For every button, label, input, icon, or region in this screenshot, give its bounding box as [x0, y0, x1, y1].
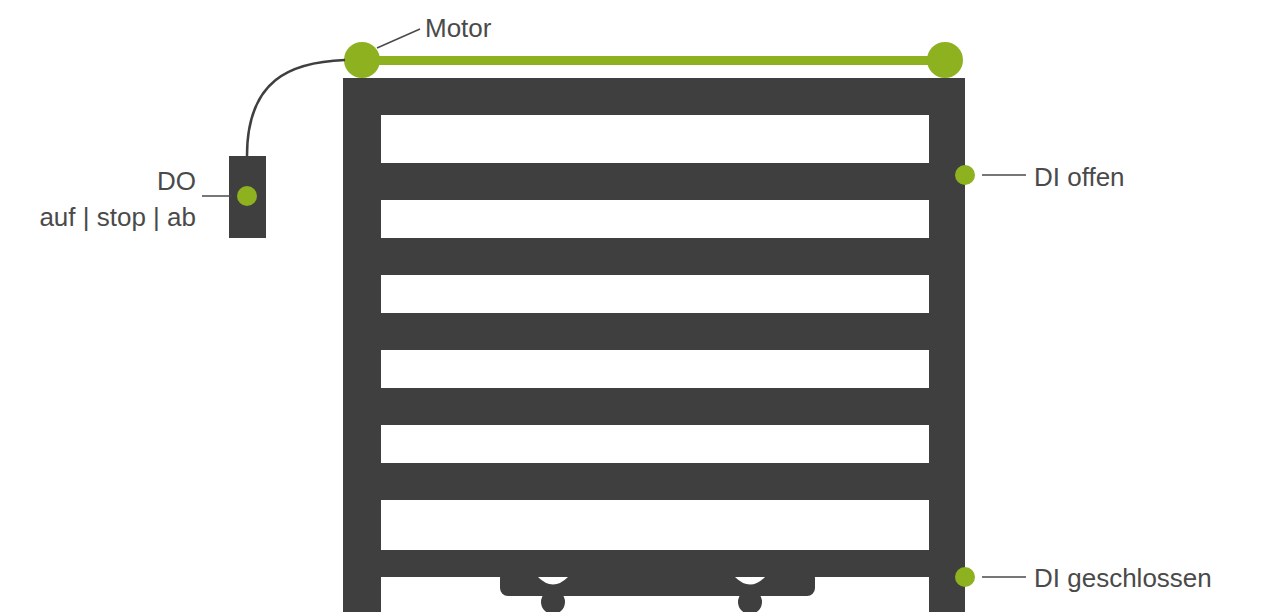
- handle-knob: [738, 590, 762, 612]
- handle-knob: [541, 590, 565, 612]
- shutter-frame: [343, 78, 965, 612]
- slat: [343, 163, 965, 200]
- slat: [343, 463, 965, 500]
- leader-line: [982, 576, 1026, 578]
- sensor-dot: [955, 567, 975, 587]
- switch-dot: [237, 186, 257, 206]
- leader-lines: [202, 29, 1026, 577]
- motor-shaft: [362, 56, 945, 65]
- control-switch: [229, 156, 266, 238]
- signal-name: DI offen: [1034, 162, 1125, 192]
- slat: [343, 238, 965, 275]
- signal-states: auf | stop | ab: [39, 202, 196, 232]
- part-name: Motor: [425, 13, 491, 43]
- handle-cutout: [538, 577, 568, 585]
- top-bar: [343, 78, 965, 115]
- slat: [343, 313, 965, 350]
- control-cable: [247, 60, 345, 156]
- leader-line: [377, 29, 420, 48]
- slat: [343, 388, 965, 425]
- handle-cutout: [735, 577, 765, 585]
- sensor-dot: [955, 165, 975, 185]
- motor: [344, 42, 963, 78]
- leader-line: [202, 195, 232, 197]
- handle-cutouts: [538, 577, 765, 585]
- leader-line: [982, 174, 1026, 176]
- signal-name: DO: [157, 166, 196, 196]
- motor-end: [927, 42, 963, 78]
- signal-name: DI geschlossen: [1034, 563, 1212, 593]
- motor-end: [344, 42, 380, 78]
